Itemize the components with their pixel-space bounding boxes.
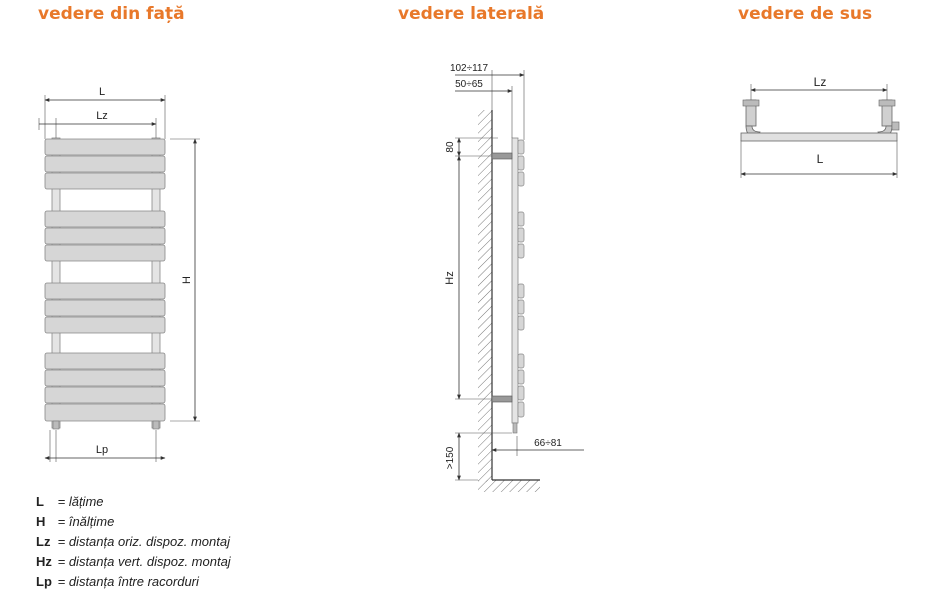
top-radiator-bar xyxy=(740,132,898,142)
side-wall xyxy=(478,110,492,482)
side-view: 102÷117 50÷65 80 Hz >150 66÷81 xyxy=(444,63,584,492)
side-bracket-bottom xyxy=(491,395,513,403)
legend-row: Lp = distanța între racorduri xyxy=(36,572,231,592)
front-panel xyxy=(44,299,166,317)
front-label-L: L xyxy=(99,86,105,98)
front-panels xyxy=(44,138,166,422)
front-connector-left xyxy=(52,420,60,430)
top-label-lz: Lz xyxy=(814,75,827,89)
legend-key: Lz xyxy=(36,534,51,549)
front-panel xyxy=(44,138,166,156)
legend-row: Hz = distanța vert. dispoz. montaj xyxy=(36,552,231,572)
side-label-hz: Hz xyxy=(444,271,456,284)
legend-row: L = lățime xyxy=(36,492,231,512)
side-panel xyxy=(517,299,525,315)
side-panel xyxy=(517,401,525,418)
front-panel xyxy=(44,352,166,370)
legend-desc: = înălțime xyxy=(57,514,115,529)
top-view-title: vedere de sus xyxy=(738,4,873,24)
side-label-bottom-depth: 66÷81 xyxy=(534,438,562,449)
side-floor xyxy=(478,480,540,492)
side-panel xyxy=(517,369,525,385)
front-panel xyxy=(44,244,166,262)
side-label-offset-bottom: >150 xyxy=(445,446,456,469)
legend-row: H = înălțime xyxy=(36,512,231,532)
front-label-Lz: Lz xyxy=(96,110,108,122)
top-view: Lz L xyxy=(740,75,900,178)
legend-row: Lz = distanța oriz. dispoz. montaj xyxy=(36,532,231,552)
side-view-title: vedere laterală xyxy=(398,4,545,24)
front-panel xyxy=(44,316,166,334)
side-radiator-body xyxy=(511,137,519,424)
side-panel xyxy=(517,139,525,155)
side-panel xyxy=(517,283,525,299)
side-label-offset-top: 80 xyxy=(445,141,456,153)
legend-desc: = distanța oriz. dispoz. montaj xyxy=(57,534,230,549)
front-panel xyxy=(44,386,166,404)
legend-key: Hz xyxy=(36,554,52,569)
front-label-H: H xyxy=(181,276,193,284)
legend-key: H xyxy=(36,514,46,529)
side-panel xyxy=(517,353,525,369)
top-label-L: L xyxy=(817,152,824,166)
side-panel xyxy=(517,171,525,187)
side-label-depth-wall: 50÷65 xyxy=(455,79,483,90)
legend-key: Lp xyxy=(36,574,52,589)
side-panel xyxy=(517,385,525,401)
front-panel xyxy=(44,227,166,245)
side-panel xyxy=(517,211,525,227)
front-panel xyxy=(44,210,166,228)
side-panel xyxy=(517,315,525,331)
front-view: L Lz H Lp xyxy=(38,86,200,462)
side-panel xyxy=(517,227,525,243)
front-panel xyxy=(44,155,166,173)
front-panel xyxy=(44,282,166,300)
side-connector xyxy=(512,422,518,434)
legend-key: L xyxy=(36,494,44,509)
front-label-Lp: Lp xyxy=(96,444,108,456)
side-label-depth-total: 102÷117 xyxy=(450,63,489,74)
front-view-title: vedere din față xyxy=(38,4,185,24)
legend: L = lățime H = înălțime Lz = distanța or… xyxy=(36,492,231,592)
legend-desc: = lățime xyxy=(57,494,104,509)
front-panel xyxy=(44,403,166,422)
side-panel xyxy=(517,155,525,171)
front-connector-right xyxy=(152,420,160,430)
legend-desc: = distanța vert. dispoz. montaj xyxy=(57,554,231,569)
front-panel xyxy=(44,172,166,190)
side-panel xyxy=(517,243,525,259)
legend-desc: = distanța între racorduri xyxy=(57,574,199,589)
side-bracket-top xyxy=(491,152,513,160)
front-panel xyxy=(44,369,166,387)
